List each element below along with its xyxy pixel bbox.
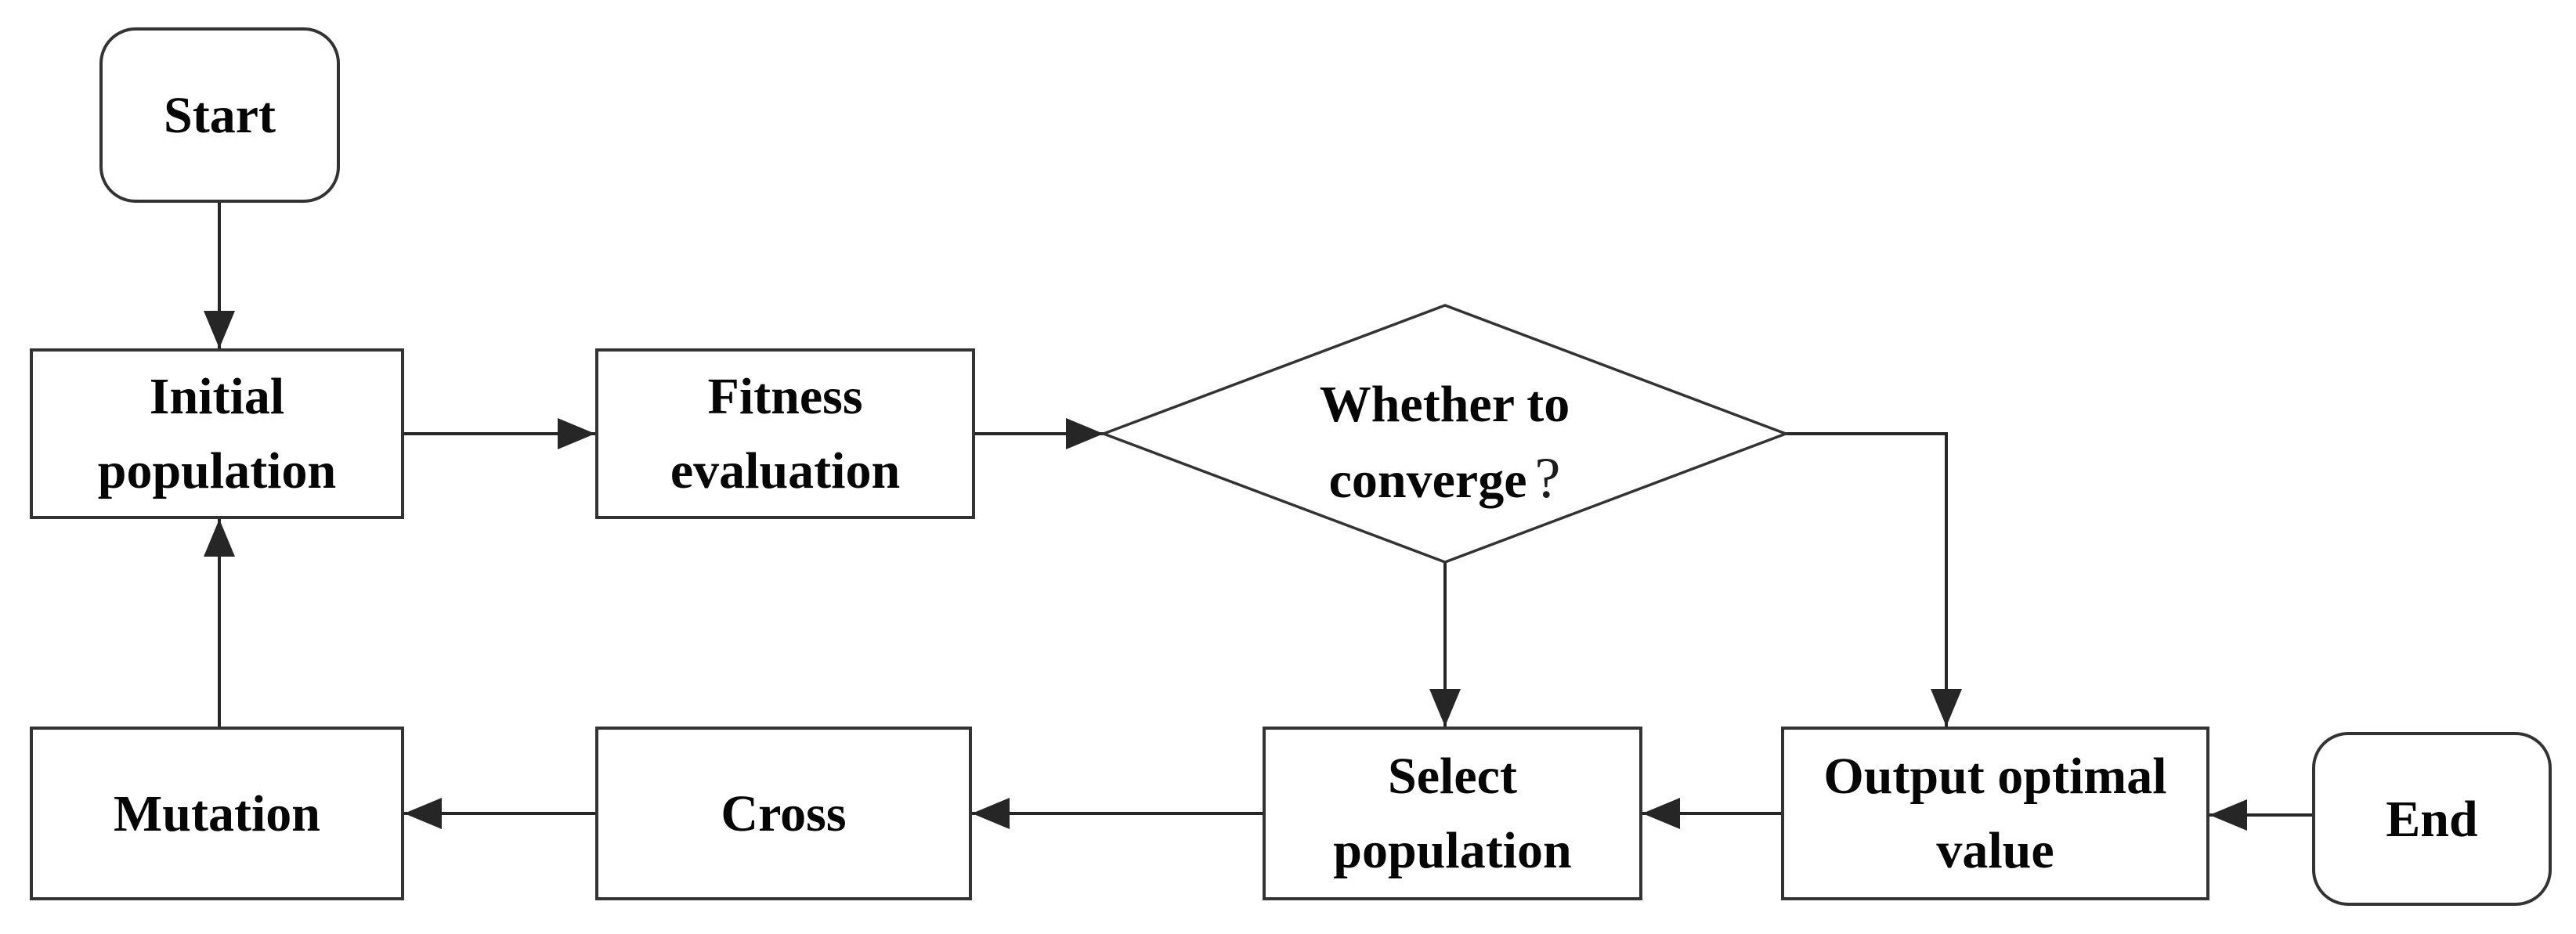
- node-decision-label-line2: converge?: [1329, 442, 1561, 517]
- node-select-population-label-line2: population: [1333, 822, 1572, 879]
- node-decision-label-word: converge: [1328, 452, 1527, 509]
- node-fitness-evaluation-label-line2: evaluation: [670, 442, 901, 499]
- node-mutation-label: Mutation: [114, 784, 320, 842]
- node-cross-label: Cross: [721, 784, 847, 842]
- node-start: Start: [99, 27, 340, 203]
- node-output-optimal-value-label-line1: Output optimal: [1823, 748, 2167, 805]
- decision-diamond-shape: [1100, 304, 1790, 564]
- node-end-label: End: [2386, 790, 2478, 848]
- node-cross: Cross: [595, 727, 972, 900]
- node-initial-population-label-line1: Initial: [149, 368, 285, 425]
- node-whether-to-converge: Whether to converge?: [1104, 305, 1786, 562]
- node-fitness-evaluation-label-line1: Fitness: [707, 368, 863, 425]
- node-fitness-evaluation: Fitness evaluation: [595, 348, 975, 519]
- node-mutation: Mutation: [30, 727, 404, 900]
- node-output-optimal-value: Output optimal value: [1781, 727, 2209, 900]
- node-initial-population-label-line2: population: [97, 442, 337, 499]
- node-start-label: Start: [164, 86, 276, 144]
- node-output-optimal-value-label-line2: value: [1936, 822, 2054, 879]
- edge-decision-to-output-optimal-value: [1786, 432, 1962, 727]
- node-select-population: Select population: [1263, 727, 1642, 900]
- node-decision-question-mark: ?: [1534, 446, 1561, 510]
- node-select-population-label-line1: Select: [1388, 748, 1517, 805]
- node-initial-population: Initial population: [30, 348, 404, 519]
- node-end: End: [2312, 732, 2552, 906]
- node-decision-label-line1: Whether to: [1319, 376, 1570, 433]
